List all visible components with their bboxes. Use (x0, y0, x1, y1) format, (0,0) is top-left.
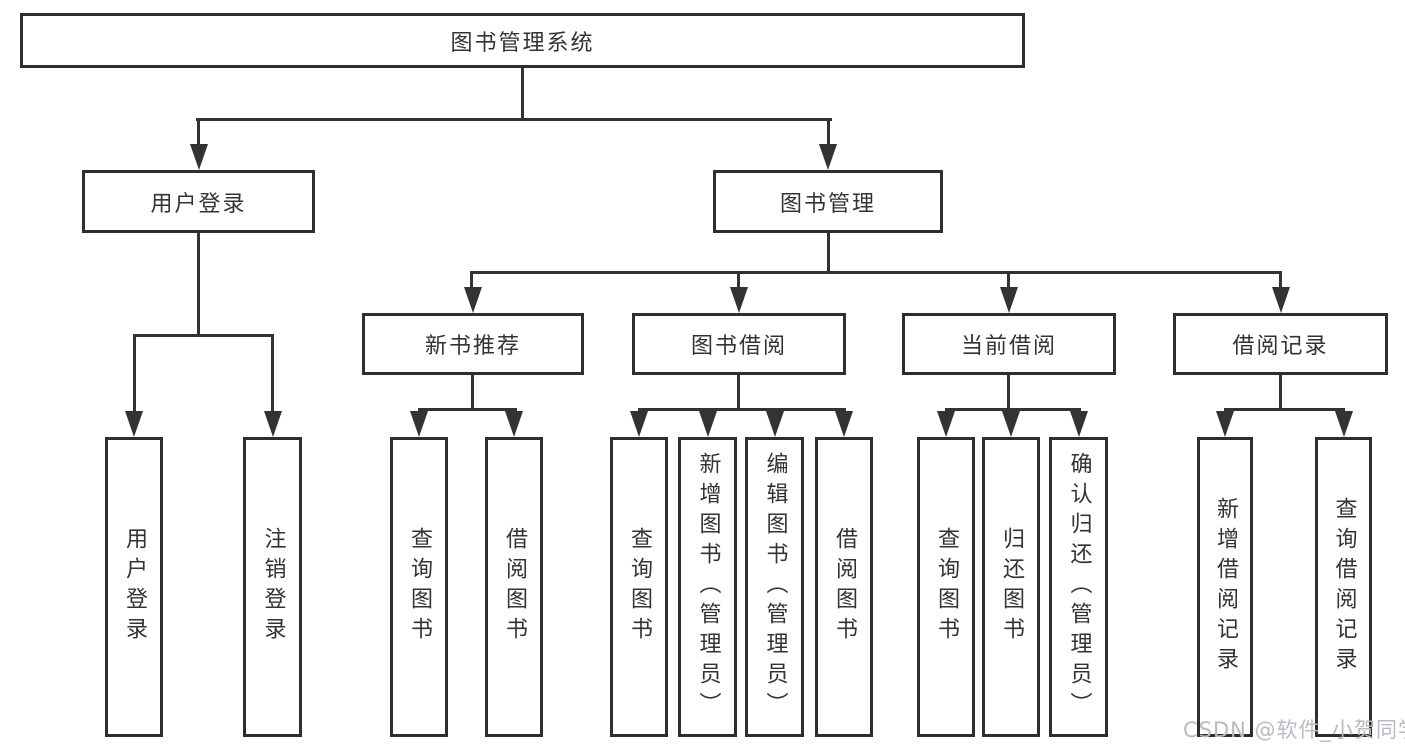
arrowhead-to-br-query (1335, 411, 1353, 437)
leaf-newbook-borrow-books: 借阅图书 (485, 437, 543, 737)
arrowhead-to-leaf-logout (264, 411, 282, 437)
leaf-bookborrow-add-books-admin: 新增图书（管理员） (678, 437, 737, 737)
leaf-bookborrow-edit-books-admin: 编辑图书（管理员） (745, 437, 804, 737)
connector-user-login-stem (197, 233, 200, 336)
connector-book-borrow-drop (737, 271, 740, 289)
connector-book-borrow-rail (638, 408, 846, 411)
arrowhead-to-new-book (464, 287, 482, 313)
connector-book-borrow-stem (737, 375, 740, 411)
leaf-bookborrow-query-books: 查询图书 (610, 437, 668, 737)
arrowhead-to-nb-query (410, 411, 428, 437)
connector-current-borrow-stem (1007, 375, 1010, 411)
leaf-records-add-borrow-record: 新增借阅记录 (1197, 437, 1253, 737)
leaf-records-query-borrow-record: 查询借阅记录 (1315, 437, 1372, 737)
connector-current-borrow-rail (945, 408, 1081, 411)
connector-leaf-logout-drop (271, 334, 274, 414)
leaf-user-login: 用户登录 (105, 437, 163, 737)
arrowhead-to-book-borrow (730, 287, 748, 313)
csdn-watermark: CSDN @软件_小贺同学 (1183, 718, 1405, 742)
connector-level2-rail (470, 271, 1282, 274)
arrowhead-to-user-login (190, 144, 208, 170)
node-new-book-recommend: 新书推荐 (362, 313, 584, 375)
connector-new-book-rail (418, 408, 517, 411)
connector-root-stem (521, 68, 524, 118)
arrowhead-to-br-add (1216, 411, 1234, 437)
leaf-currentborrow-return-books: 归还图书 (982, 437, 1040, 737)
arrowhead-to-cb-return (1002, 411, 1020, 437)
arrowhead-to-current-borrow (1000, 287, 1018, 313)
node-book-borrow: 图书借阅 (632, 313, 846, 375)
connector-leaf-login-drop (133, 334, 136, 414)
arrowhead-to-book-mgmt (819, 144, 837, 170)
node-book-management: 图书管理 (713, 170, 943, 233)
arrowhead-to-bb-query (630, 411, 648, 437)
leaf-currentborrow-confirm-return-admin: 确认归还（管理员） (1049, 437, 1108, 737)
leaf-currentborrow-query-books: 查询图书 (917, 437, 975, 737)
arrowhead-to-cb-query (937, 411, 955, 437)
leaf-logout: 注销登录 (243, 437, 302, 737)
connector-borrow-records-drop (1279, 271, 1282, 289)
connector-level1-rail (196, 118, 832, 121)
arrowhead-to-bb-edit (766, 411, 784, 437)
leaf-bookborrow-borrow-books: 借阅图书 (815, 437, 873, 737)
connector-borrow-records-rail (1224, 408, 1345, 411)
arrowhead-to-leaf-login (125, 411, 143, 437)
connector-user-login-rail (133, 334, 274, 337)
node-current-borrow: 当前借阅 (902, 313, 1116, 375)
connector-new-book-drop (470, 271, 473, 289)
node-root-library-system: 图书管理系统 (20, 13, 1025, 68)
connector-user-login-drop (197, 118, 200, 146)
arrowhead-to-cb-confirm (1070, 411, 1088, 437)
connector-new-book-stem (471, 375, 474, 411)
arrowhead-to-bb-borrow (835, 411, 853, 437)
arrowhead-to-nb-borrow (505, 411, 523, 437)
leaf-newbook-query-books: 查询图书 (390, 437, 448, 737)
arrowhead-to-bb-add (699, 411, 717, 437)
node-user-login: 用户登录 (82, 170, 315, 233)
connector-book-mgmt-drop (827, 118, 830, 146)
arrowhead-to-borrow-records (1272, 287, 1290, 313)
connector-borrow-records-stem (1279, 375, 1282, 411)
connector-book-mgmt-stem (827, 233, 830, 274)
connector-current-borrow-drop (1007, 271, 1010, 289)
node-borrow-records: 借阅记录 (1173, 313, 1388, 375)
